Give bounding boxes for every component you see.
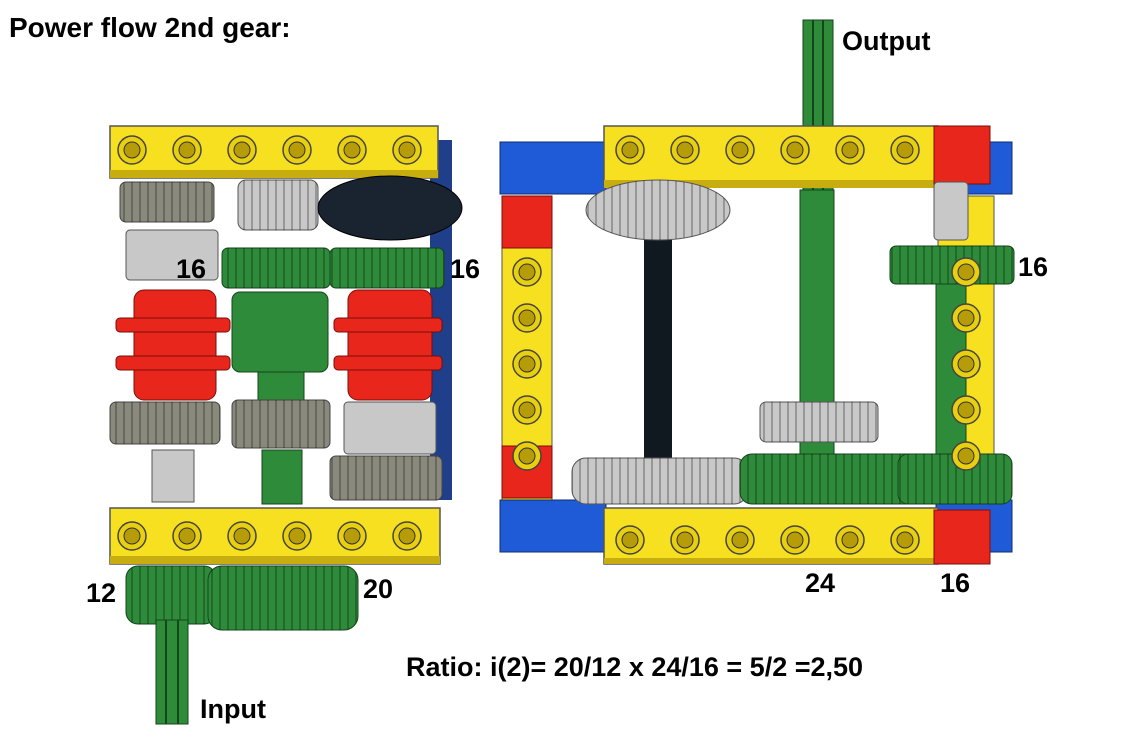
beam-hole-inner — [786, 141, 804, 159]
beam-hole-inner — [731, 141, 749, 159]
left-bushing-1 — [125, 229, 219, 281]
beam-hole-inner — [841, 141, 859, 159]
beam-hole-inner — [896, 531, 914, 549]
beam-hole-inner — [676, 141, 694, 159]
beam-hole-inner — [957, 447, 975, 465]
beam-hole-inner — [786, 531, 804, 549]
beam-hole-inner — [343, 141, 361, 159]
beam-hole-inner — [343, 527, 361, 545]
input-axle — [155, 619, 189, 725]
beam-hole-inner — [518, 355, 536, 373]
output-label: Output — [842, 26, 931, 56]
beam-hole-inner — [731, 531, 749, 549]
left-bottom-beam — [109, 507, 441, 565]
gear-label-16-right: 16 — [1018, 252, 1049, 282]
beam-hole-inner — [178, 141, 196, 159]
input-label: Input — [200, 694, 266, 724]
beam-hole-inner — [621, 141, 639, 159]
beam-hole-inner — [957, 263, 975, 281]
left-red-clutch-2 — [347, 289, 433, 401]
beam-hole-inner — [398, 527, 416, 545]
right-top-beam — [603, 125, 939, 188]
beam-hole-inner — [288, 141, 306, 159]
page-title: Power flow 2nd gear: — [9, 12, 291, 43]
beam-hole-inner — [398, 141, 416, 159]
beam-hole-inner — [123, 141, 141, 159]
beam-hole-inner — [518, 447, 536, 465]
beam-hole-inner — [957, 401, 975, 419]
gear-label-16-output: 16 — [940, 568, 971, 598]
intermediate-axle — [644, 230, 672, 462]
ratio-text: Ratio: i(2)= 20/12 x 24/16 = 5/2 =2,50 — [406, 652, 864, 682]
left-red-clutch-1 — [133, 289, 217, 401]
beam-hole-inner — [841, 531, 859, 549]
beam-hole-inner — [518, 401, 536, 419]
gear-label-12: 12 — [86, 578, 117, 608]
beam-hole-inner — [518, 263, 536, 281]
gear-label-16-left: 16 — [176, 254, 207, 284]
beam-hole-inner — [518, 309, 536, 327]
beam-hole-inner — [123, 527, 141, 545]
connector-red-tl — [501, 195, 553, 249]
left-top-beam — [109, 125, 439, 179]
beam-hole-inner — [621, 531, 639, 549]
beam-holes — [117, 135, 981, 555]
beam-hole-inner — [233, 141, 251, 159]
beam-hole-inner — [957, 309, 975, 327]
beam-hole-inner — [178, 527, 196, 545]
connector-blue-tl — [499, 141, 607, 195]
beam-hole-inner — [233, 527, 251, 545]
beam-hole-inner — [896, 141, 914, 159]
connector-red-tr — [933, 125, 991, 185]
beam-hole-inner — [676, 531, 694, 549]
gear-label-24: 24 — [805, 568, 836, 598]
connector-blue-bl — [499, 499, 607, 553]
right-assembly — [499, 19, 1015, 565]
left-assembly — [109, 125, 463, 725]
beam-hole-inner — [288, 527, 306, 545]
beam-hole-inner — [957, 355, 975, 373]
right-bottom-beam — [603, 507, 939, 565]
connector-red-br — [933, 509, 991, 565]
gear-label-20: 20 — [363, 574, 394, 604]
left-gear-black-large — [317, 175, 463, 241]
gear-label-16-middle: 16 — [450, 254, 481, 284]
